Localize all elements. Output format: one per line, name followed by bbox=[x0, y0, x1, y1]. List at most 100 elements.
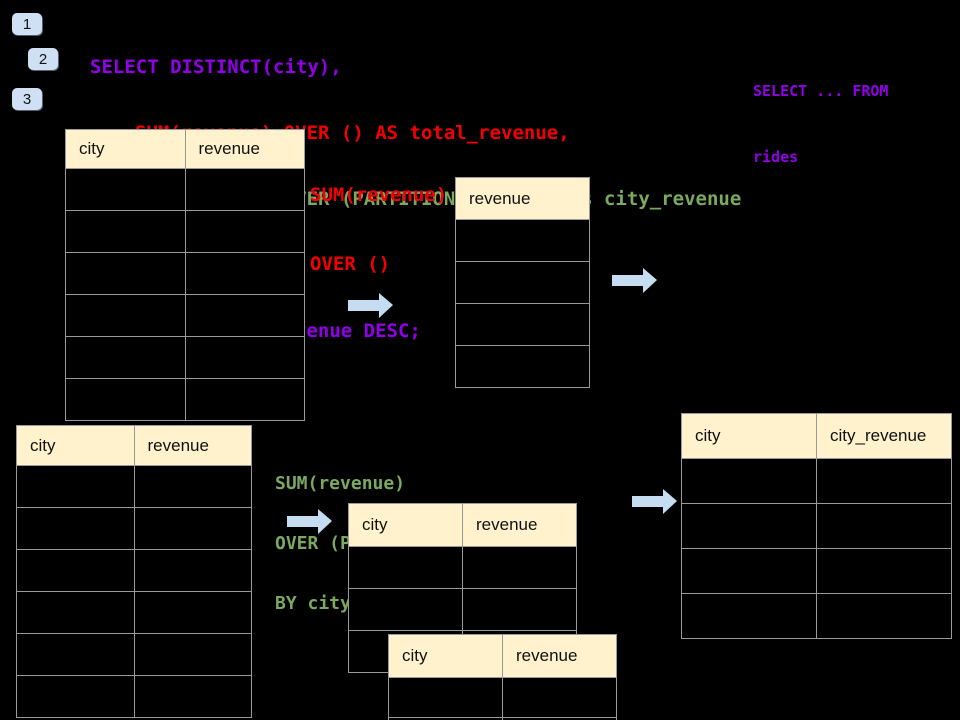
arrow-right-icon bbox=[287, 509, 332, 534]
table-row bbox=[17, 507, 251, 549]
arrow-shaft bbox=[348, 300, 380, 311]
table-row bbox=[66, 168, 304, 210]
sql-line-select: SELECT DISTINCT(city), bbox=[90, 56, 342, 78]
column-header: revenue bbox=[462, 504, 576, 546]
table-row bbox=[17, 549, 251, 591]
table-row bbox=[66, 336, 304, 378]
table-cell bbox=[462, 547, 576, 588]
column-header: revenue bbox=[133, 426, 252, 465]
table-cell bbox=[17, 466, 134, 507]
table-row bbox=[17, 633, 251, 675]
table-cell bbox=[184, 253, 305, 294]
table-row bbox=[456, 261, 589, 303]
table-cell bbox=[389, 678, 502, 717]
table-total-revenue-result: revenue bbox=[455, 177, 590, 388]
table-header-row: city revenue bbox=[66, 130, 304, 168]
table-cell bbox=[184, 337, 305, 378]
table-row bbox=[682, 458, 951, 503]
arrow-shaft bbox=[612, 275, 644, 286]
table-row bbox=[66, 378, 304, 420]
table-row bbox=[682, 548, 951, 593]
table-cell bbox=[184, 379, 305, 420]
table-cell bbox=[133, 676, 252, 717]
table-row bbox=[17, 675, 251, 717]
table-cell bbox=[17, 634, 134, 675]
table-cell bbox=[66, 295, 185, 336]
column-header: city bbox=[362, 515, 388, 534]
table-cell bbox=[682, 459, 816, 503]
table-cell bbox=[456, 262, 589, 303]
table-header-row: revenue bbox=[456, 178, 589, 219]
side-note-select-from-rides: SELECT ... FROM rides bbox=[753, 36, 888, 212]
table-cell bbox=[133, 550, 252, 591]
table-cell bbox=[816, 504, 951, 548]
table-row bbox=[66, 210, 304, 252]
table-cell bbox=[66, 211, 185, 252]
table-cell bbox=[133, 592, 252, 633]
arrow-head bbox=[643, 268, 657, 293]
table-row bbox=[456, 219, 589, 261]
side-note-line: rides bbox=[753, 148, 799, 166]
table-row bbox=[456, 345, 589, 387]
table-cell bbox=[682, 549, 816, 593]
table-header-row: city revenue bbox=[349, 504, 576, 546]
label-line: OVER () bbox=[310, 253, 391, 275]
column-header: city bbox=[79, 139, 105, 158]
arrow-right-icon bbox=[612, 268, 657, 293]
table-city-revenue-result: city city_revenue bbox=[681, 413, 952, 639]
table-partition-overlay: city revenue bbox=[388, 634, 617, 720]
table-cell bbox=[502, 678, 616, 717]
table-row bbox=[66, 252, 304, 294]
table-row bbox=[17, 591, 251, 633]
table-cell bbox=[682, 504, 816, 548]
table-cell bbox=[456, 304, 589, 345]
arrow-head bbox=[318, 509, 332, 534]
table-source-bottom: city revenue bbox=[16, 425, 252, 718]
table-cell bbox=[17, 508, 134, 549]
table-cell bbox=[17, 676, 134, 717]
table-row bbox=[17, 465, 251, 507]
table-cell bbox=[349, 547, 462, 588]
table-cell bbox=[184, 169, 305, 210]
table-cell bbox=[66, 379, 185, 420]
table-cell bbox=[133, 466, 252, 507]
arrow-right-icon bbox=[348, 293, 393, 318]
column-header: city bbox=[30, 435, 56, 455]
arrow-right-icon bbox=[632, 489, 677, 514]
column-header: revenue bbox=[502, 635, 616, 677]
table-cell bbox=[456, 346, 589, 387]
table-cell bbox=[66, 337, 185, 378]
table-row bbox=[66, 294, 304, 336]
table-row bbox=[389, 717, 616, 720]
table-cell bbox=[816, 459, 951, 503]
table-header-row: city revenue bbox=[389, 635, 616, 677]
table-cell bbox=[133, 634, 252, 675]
table-cell bbox=[184, 295, 305, 336]
column-header: revenue bbox=[184, 130, 305, 168]
column-header: city bbox=[695, 426, 721, 445]
side-note-line: SELECT ... FROM bbox=[753, 82, 889, 100]
table-row bbox=[389, 677, 616, 717]
column-header: city bbox=[402, 646, 428, 665]
table-cell bbox=[456, 220, 589, 261]
step-badge-3: 3 bbox=[12, 88, 42, 110]
table-row bbox=[682, 593, 951, 638]
arrow-head bbox=[379, 293, 393, 318]
table-cell bbox=[17, 550, 134, 591]
step-badge-1: 1 bbox=[12, 13, 42, 35]
table-cell bbox=[133, 508, 252, 549]
table-row bbox=[456, 303, 589, 345]
table-header-row: city revenue bbox=[17, 426, 251, 465]
label-line: SUM(revenue) bbox=[310, 184, 448, 206]
table-header-row: city city_revenue bbox=[682, 414, 951, 458]
table-cell bbox=[682, 594, 816, 638]
arrow-shaft bbox=[287, 516, 319, 527]
table-row bbox=[349, 546, 576, 588]
table-cell bbox=[184, 211, 305, 252]
table-cell bbox=[816, 594, 951, 638]
column-header: city_revenue bbox=[816, 414, 951, 458]
table-source-top: city revenue bbox=[65, 129, 305, 421]
column-header: revenue bbox=[469, 188, 531, 208]
table-row bbox=[349, 588, 576, 630]
